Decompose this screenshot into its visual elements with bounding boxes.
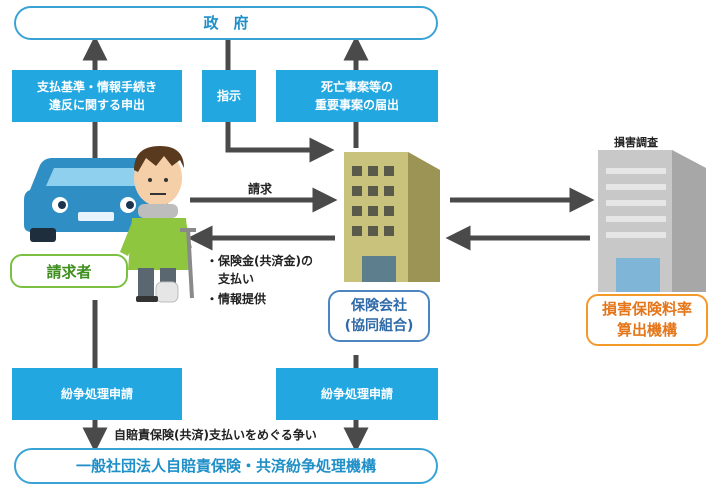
- dispute-application-box-left: 紛争処理申請: [12, 368, 182, 420]
- organization-bar: 一般社団法人自賠責保険・共済紛争処理機構: [14, 448, 438, 484]
- dispute-application-right-label: 紛争処理申請: [321, 385, 393, 403]
- payment-label-line2: 支払い: [206, 270, 254, 287]
- dispute-application-left-label: 紛争処理申請: [61, 385, 133, 403]
- organization-label: 一般社団法人自賠責保険・共済紛争処理機構: [76, 457, 376, 475]
- dispute-label: 自賠責保険(共済)支払いをめぐる争い: [114, 426, 317, 443]
- rating-org-line1: 損害保険料率: [602, 299, 692, 320]
- rating-org-box: 損害保険料率 算出機構: [586, 294, 708, 346]
- request-label: 請求: [248, 180, 272, 197]
- rating-org-line2: 算出機構: [617, 320, 677, 341]
- info-label: ・情報提供: [206, 290, 266, 307]
- dispute-application-box-right: 紛争処理申請: [276, 368, 438, 420]
- payment-label-line1: ・保険金(共済金)の: [206, 252, 313, 269]
- damage-survey-label: 損害調査: [614, 134, 658, 150]
